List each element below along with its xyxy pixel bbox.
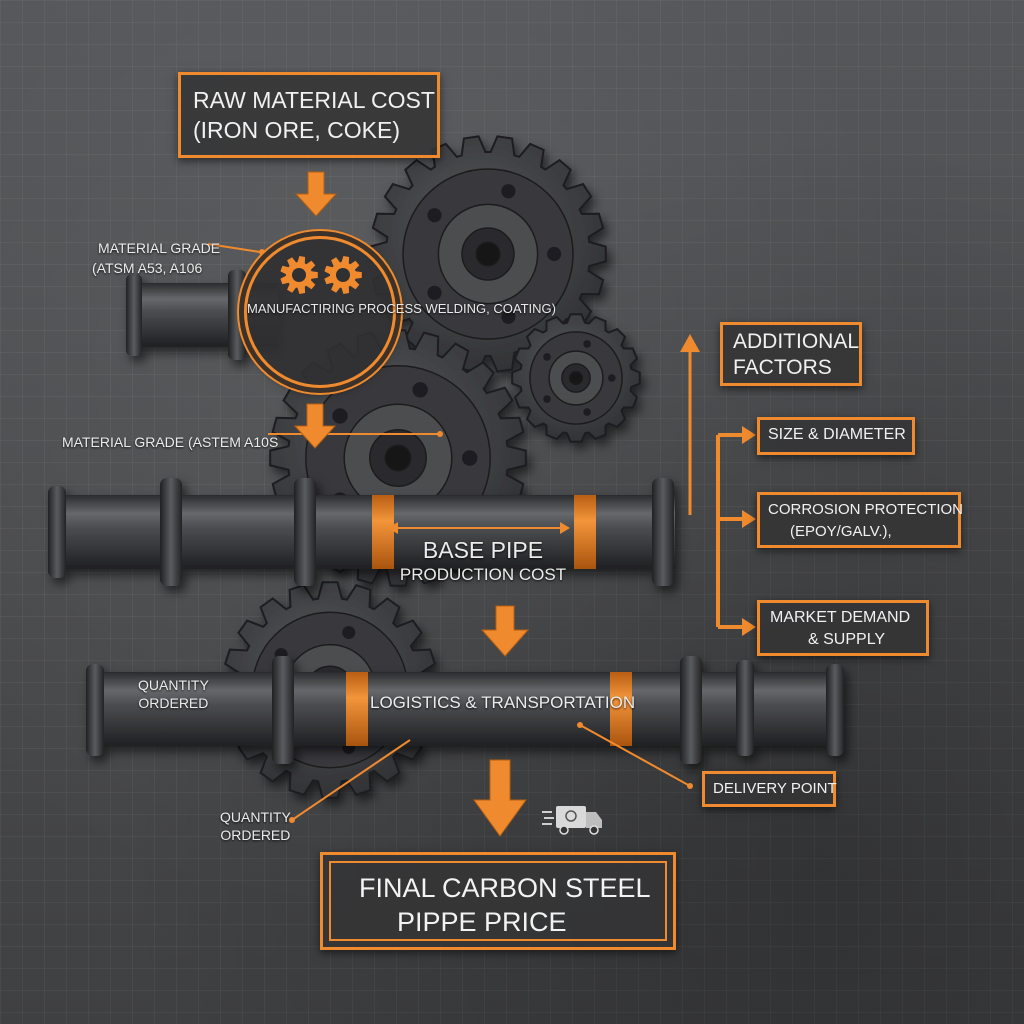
logistics-text: LOGISTICS & TRANSPORTATION <box>370 693 636 712</box>
arrow-right-icon <box>742 618 756 636</box>
delivery-truck-icon <box>542 806 602 835</box>
base-pipe-shape <box>48 478 675 586</box>
material-grade-top-line1: MATERIAL GRADE <box>98 240 221 256</box>
arrow-down-icon <box>294 171 338 217</box>
base-pipe-title: BASE PIPE <box>422 537 544 563</box>
corrosion-line2: (EPOY/GALV.), <box>790 523 892 540</box>
gear-small-right <box>511 313 641 443</box>
logistics-pipe-shape <box>86 656 844 764</box>
additional-factors-line1: ADDITIONAL <box>733 330 860 353</box>
arrow-right-icon <box>742 426 756 444</box>
manufacturing-label: MANUFACTIRING PROCESS WELDING, COATING) <box>247 301 556 317</box>
arrow-up-icon <box>680 334 700 352</box>
delivery-point-box: DELIVERY POINT <box>702 771 837 807</box>
delivery-point-label: DELIVERY POINT <box>713 780 837 797</box>
quantity-ordered-bottom-label: QUANTITY ORDERED <box>220 808 291 844</box>
final-price-box: FINAL CARBON STEEL PIPPE PRICE <box>320 852 676 950</box>
market-line2: & SUPPLY <box>808 631 886 648</box>
arrow-down-icon <box>480 605 530 657</box>
manufacturing-line3: WELDING, <box>425 301 490 316</box>
logistics-label: LOGISTICS & TRANSPORTATION <box>370 692 635 714</box>
quantity-left-line1: QUANTITY <box>138 677 209 693</box>
material-grade-top-label: MATERIAL GRADE (ATSM A53, A106 <box>92 238 220 278</box>
corrosion-line1: CORROSION PROTECTION <box>768 501 964 518</box>
market-demand-box: MARKET DEMAND & SUPPLY <box>757 600 929 656</box>
market-line1: MARKET DEMAND <box>770 609 911 626</box>
arrow-down-icon <box>473 759 527 837</box>
quantity-ordered-left-label: QUANTITY ORDERED <box>138 676 209 712</box>
gear-icon <box>324 256 362 294</box>
raw-material-subtitle: (IRON ORE, COKE) <box>193 117 401 143</box>
gear-large-top <box>369 135 607 373</box>
manufacturing-circle: MANUFACTIRING PROCESS WELDING, COATING) <box>244 236 556 388</box>
raw-material-title: RAW MATERIAL COST <box>193 87 435 113</box>
manufacturing-line2: PROCESS <box>358 301 422 316</box>
size-diameter-box: SIZE & DIAMETER <box>757 417 915 455</box>
gear-icon <box>280 256 318 294</box>
additional-factors-box: ADDITIONAL FACTORS <box>720 322 862 386</box>
material-grade-mid-text: MATERIAL GRADE (ASTEM A10S <box>62 434 279 450</box>
manufacturing-line4: COATING) <box>493 301 556 316</box>
material-grade-top-line2: (ATSM A53, A106 <box>92 260 203 276</box>
final-price-inner-frame: FINAL CARBON STEEL PIPPE PRICE <box>329 861 667 941</box>
arrow-down-icon <box>293 403 337 449</box>
quantity-left-line2: ORDERED <box>138 695 209 711</box>
final-price-line2: PIPPE PRICE <box>397 907 567 937</box>
quantity-bottom-line2: ORDERED <box>220 827 291 843</box>
base-pipe-subtitle: PRODUCTION COST <box>399 565 567 584</box>
size-diameter-label: SIZE & DIAMETER <box>768 426 906 443</box>
additional-factors-line2: FACTORS <box>733 356 832 379</box>
final-price-line1: FINAL CARBON STEEL <box>359 873 651 903</box>
arrow-right-icon <box>742 510 756 528</box>
raw-material-cost-box: RAW MATERIAL COST (IRON ORE, COKE) <box>178 72 440 158</box>
manufacturing-line1: MANUFACTIRING <box>247 301 355 316</box>
base-pipe-label: BASE PIPE PRODUCTION COST <box>398 536 568 586</box>
corrosion-protection-box: CORROSION PROTECTION (EPOY/GALV.), <box>757 492 964 548</box>
quantity-bottom-line1: QUANTITY <box>220 809 291 825</box>
material-grade-mid-label: MATERIAL GRADE (ASTEM A10S <box>62 432 278 452</box>
